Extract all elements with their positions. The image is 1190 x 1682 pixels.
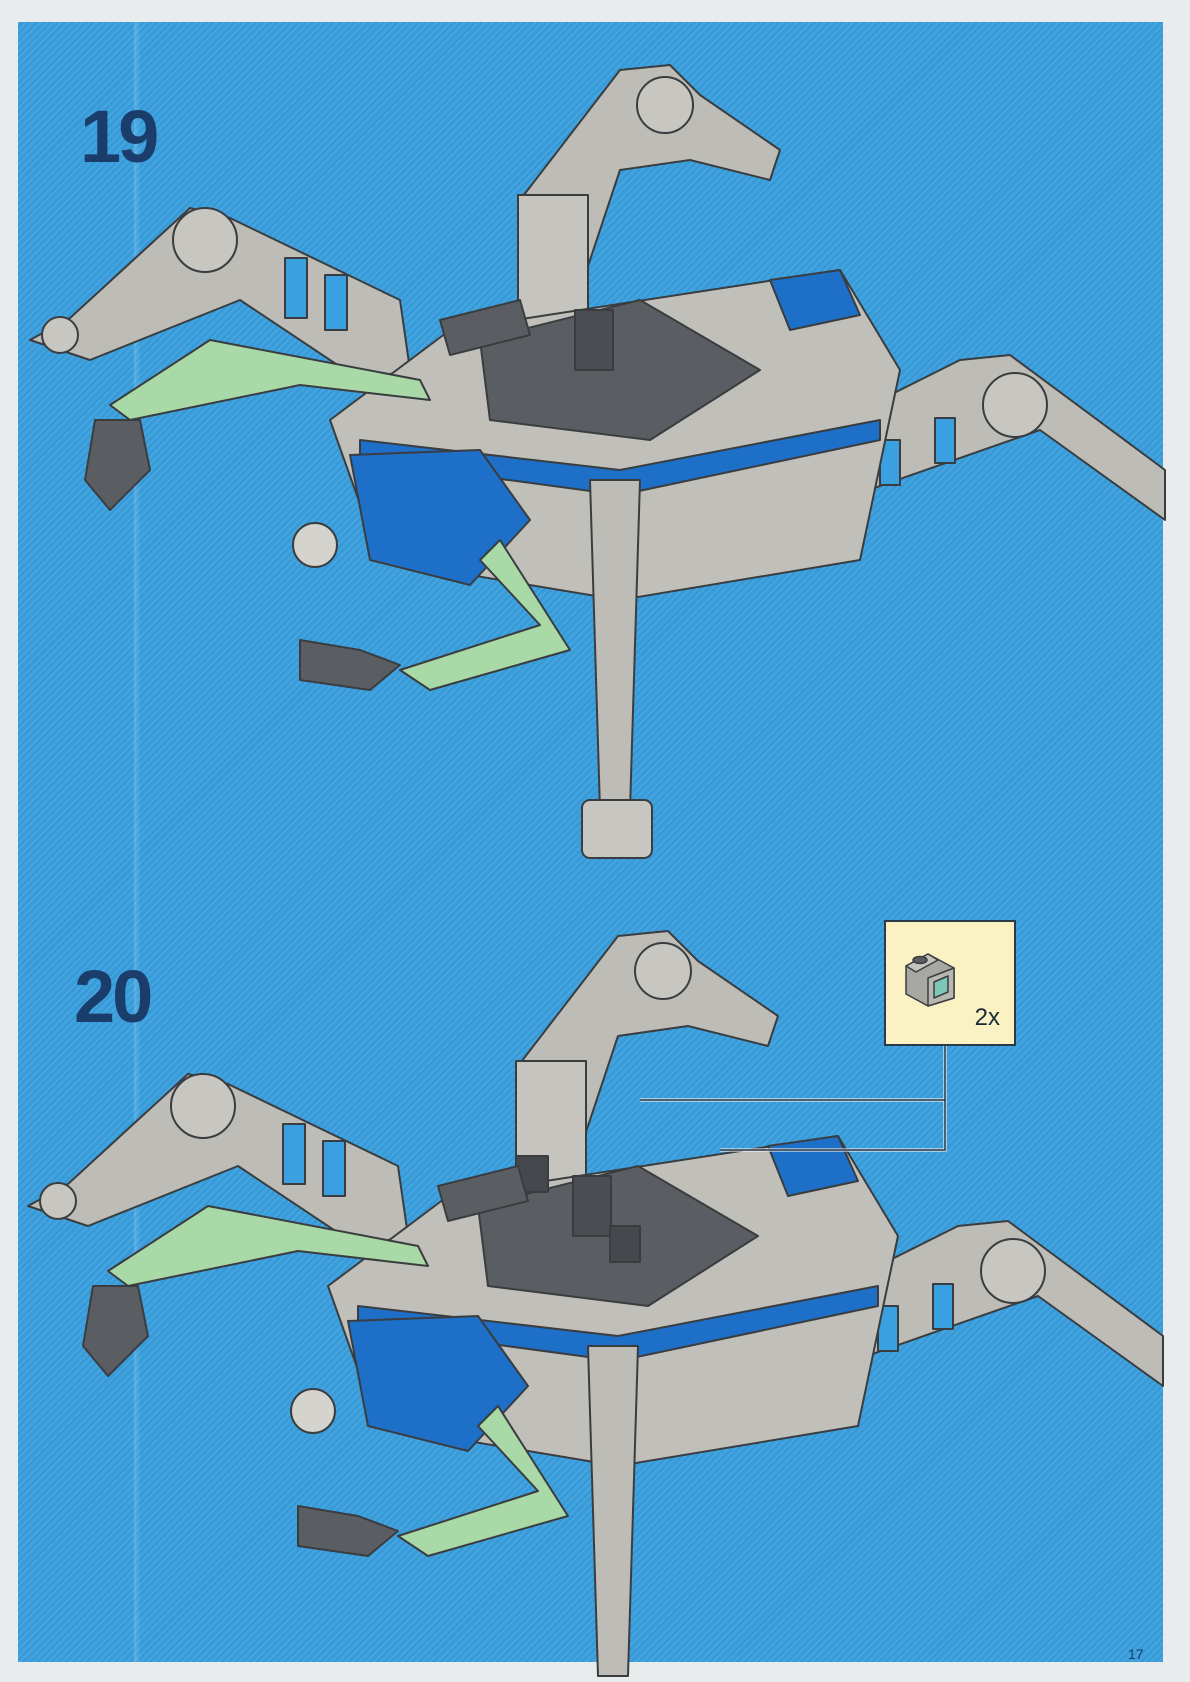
page-number: 17 (1128, 1646, 1144, 1662)
parts-callout-box: 2x (884, 920, 1016, 1046)
slope-brick-icon (898, 936, 978, 1011)
callout-quantity: 2x (975, 1004, 1000, 1032)
callout-leader-lines (640, 1046, 945, 1150)
